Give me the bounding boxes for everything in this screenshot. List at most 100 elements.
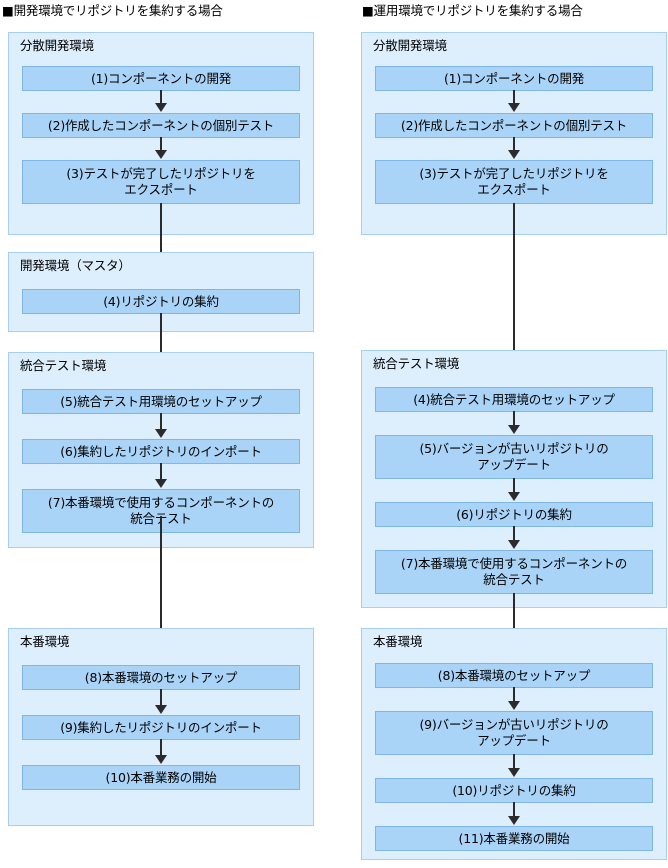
env-label-distributed-development-right: 分散開発環境 (373, 38, 447, 53)
step-text: (8)本番環境のセットアップ (84, 669, 238, 685)
connector-r3-3-to-4 (513, 802, 515, 817)
step-text-line1: (7)本番環境で使用するコンポーネントの (400, 556, 628, 571)
step-text: (8)本番環境のセットアップ (437, 667, 591, 683)
arrowhead-l3-2-to-3 (155, 479, 167, 488)
step-box-r3-3[interactable]: (10)リポジトリの集約 (375, 778, 653, 803)
arrowhead-r3-2-to-3 (508, 768, 520, 777)
connector-l1-2-to-3 (160, 137, 162, 151)
step-box-l1-2[interactable]: (2)作成したコンポーネントの個別テスト (22, 113, 300, 138)
connector-r1-1-to-2 (513, 90, 515, 104)
step-text: (2)作成したコンポーネントの個別テスト (400, 117, 628, 133)
flow-column-development: ■開発環境でリポジトリを集約する場合 分散開発環境 (1)コンポーネントの開発 … (2, 3, 314, 826)
step-box-l1-1[interactable]: (1)コンポーネントの開発 (22, 66, 300, 91)
step-box-r1-2[interactable]: (2)作成したコンポーネントの個別テスト (375, 113, 653, 138)
arrowhead-l3-1-to-2 (155, 429, 167, 438)
step-box-r2-3[interactable]: (6)リポジトリの集約 (375, 502, 653, 527)
step-box-l4-2[interactable]: (9)集約したリポジトリのインポート (22, 715, 300, 740)
connector-l3-2-to-3 (160, 463, 162, 480)
step-box-r3-2[interactable]: (9)バージョンが古いリポジトリの アップデート (375, 711, 653, 755)
env-group-production-left: 本番環境 (8)本番環境のセットアップ (9)集約したリポジトリのインポート (… (8, 628, 314, 826)
step-text-line2: アップデート (477, 733, 551, 748)
step-box-l1-3[interactable]: (3)テストが完了したリポジトリを エクスポート (22, 160, 300, 204)
step-text: (6)集約したリポジトリのインポート (60, 443, 262, 459)
step-box-r1-3[interactable]: (3)テストが完了したリポジトリを エクスポート (375, 160, 653, 204)
connector-l-group2-to-group3 (160, 313, 162, 381)
step-text-line2: エクスポート (124, 182, 198, 197)
arrowhead-r2-1-to-2 (508, 425, 520, 434)
connector-l4-1-to-2 (160, 689, 162, 706)
step-text-line2: 統合テスト (483, 572, 545, 587)
connector-l4-2-to-3 (160, 739, 162, 756)
step-text: (5)統合テスト用環境のセットアップ (60, 393, 262, 409)
connector-l-group3-to-group4 (160, 516, 162, 656)
env-label-distributed-development-left: 分散開発環境 (20, 38, 94, 53)
column-title-development: ■開発環境でリポジトリを集約する場合 (2, 3, 223, 18)
env-label-production-right: 本番環境 (373, 634, 423, 649)
connector-l-group1-to-group2 (160, 203, 162, 279)
step-text-line2: アップデート (477, 457, 551, 472)
connector-r-group2-to-group3 (513, 593, 515, 655)
connector-r2-3-to-4 (513, 526, 515, 541)
step-text: (2)作成したコンポーネントの個別テスト (47, 117, 275, 133)
arrowhead-r2-2-to-3 (508, 492, 520, 501)
step-text-multiline: (7)本番環境で使用するコンポーネントの 統合テスト (401, 556, 627, 588)
arrowhead-l1-2-to-3 (155, 150, 167, 159)
step-text: (10)リポジトリの集約 (452, 782, 576, 798)
step-text: (4)リポジトリの集約 (103, 293, 219, 309)
step-box-l2-1[interactable]: (4)リポジトリの集約 (22, 289, 300, 314)
step-box-l4-1[interactable]: (8)本番環境のセットアップ (22, 665, 300, 690)
step-box-r1-1[interactable]: (1)コンポーネントの開発 (375, 66, 653, 91)
step-box-r3-4[interactable]: (11)本番業務の開始 (375, 826, 653, 851)
step-text: (1)コンポーネントの開発 (443, 70, 585, 86)
connector-l3-1-to-2 (160, 413, 162, 430)
env-group-production-right: 本番環境 (8)本番環境のセットアップ (9)バージョンが古いリポジトリの アッ… (361, 628, 667, 860)
step-box-l4-3[interactable]: (10)本番業務の開始 (22, 765, 300, 790)
step-text: (10)本番業務の開始 (105, 769, 217, 785)
step-text: (6)リポジトリの集約 (456, 506, 572, 522)
connector-r2-1-to-2 (513, 411, 515, 426)
connector-r1-2-to-3 (513, 137, 515, 151)
step-text-line1: (7)本番環境で使用するコンポーネントの (47, 495, 275, 510)
arrowhead-r1-2-to-3 (508, 150, 520, 159)
env-label-integration-test-left: 統合テスト環境 (20, 358, 107, 373)
step-box-r2-2[interactable]: (5)バージョンが古いリポジトリの アップデート (375, 435, 653, 479)
arrowhead-r3-1-to-2 (508, 701, 520, 710)
connector-r3-1-to-2 (513, 687, 515, 702)
step-text: (4)統合テスト用環境のセットアップ (413, 391, 615, 407)
step-text-line1: (5)バージョンが古いリポジトリの (419, 441, 609, 456)
step-box-l3-2[interactable]: (6)集約したリポジトリのインポート (22, 439, 300, 464)
env-label-integration-test-right: 統合テスト環境 (373, 356, 460, 371)
env-group-distributed-development-left: 分散開発環境 (1)コンポーネントの開発 (2)作成したコンポーネントの個別テス… (8, 32, 314, 235)
step-text: (1)コンポーネントの開発 (90, 70, 232, 86)
step-text-multiline: (5)バージョンが古いリポジトリの アップデート (419, 441, 608, 473)
step-box-l3-1[interactable]: (5)統合テスト用環境のセットアップ (22, 389, 300, 414)
env-group-distributed-development-right: 分散開発環境 (1)コンポーネントの開発 (2)作成したコンポーネントの個別テス… (361, 32, 667, 235)
arrowhead-l1-1-to-2 (155, 103, 167, 112)
step-text-multiline: (3)テストが完了したリポジトリを エクスポート (419, 166, 609, 198)
arrowhead-l4-1-to-2 (155, 705, 167, 714)
connector-r3-2-to-3 (513, 754, 515, 769)
step-box-r3-1[interactable]: (8)本番環境のセットアップ (375, 663, 653, 688)
connector-r-group1-to-group2 (513, 203, 515, 379)
step-text-line1: (3)テストが完了したリポジトリを (66, 166, 256, 181)
step-text: (11)本番業務の開始 (458, 830, 570, 846)
step-box-r2-1[interactable]: (4)統合テスト用環境のセットアップ (375, 387, 653, 412)
connector-l1-1-to-2 (160, 90, 162, 104)
env-group-integration-test-right: 統合テスト環境 (4)統合テスト用環境のセットアップ (5)バージョンが古いリポ… (361, 350, 667, 608)
arrowhead-r2-3-to-4 (508, 540, 520, 549)
step-text: (9)集約したリポジトリのインポート (60, 719, 262, 735)
connector-r2-2-to-3 (513, 478, 515, 493)
step-box-r2-4[interactable]: (7)本番環境で使用するコンポーネントの 統合テスト (375, 550, 653, 594)
step-text-line1: (9)バージョンが古いリポジトリの (419, 717, 609, 732)
flow-column-operations: ■運用環境でリポジトリを集約する場合 分散開発環境 (1)コンポーネントの開発 … (334, 0, 668, 868)
arrowhead-l4-2-to-3 (155, 755, 167, 764)
step-text-line1: (3)テストが完了したリポジトリを (419, 166, 609, 181)
env-group-integration-test-left: 統合テスト環境 (5)統合テスト用環境のセットアップ (6)集約したリポジトリの… (8, 352, 314, 548)
step-text-line2: エクスポート (477, 182, 551, 197)
step-text-multiline: (3)テストが完了したリポジトリを エクスポート (66, 166, 256, 198)
env-label-development-master-left: 開発環境（マスタ） (20, 258, 131, 273)
arrowhead-r3-3-to-4 (508, 816, 520, 825)
column-title-operations: ■運用環境でリポジトリを集約する場合 (362, 3, 583, 18)
env-label-production-left: 本番環境 (20, 634, 70, 649)
arrowhead-r1-1-to-2 (508, 103, 520, 112)
